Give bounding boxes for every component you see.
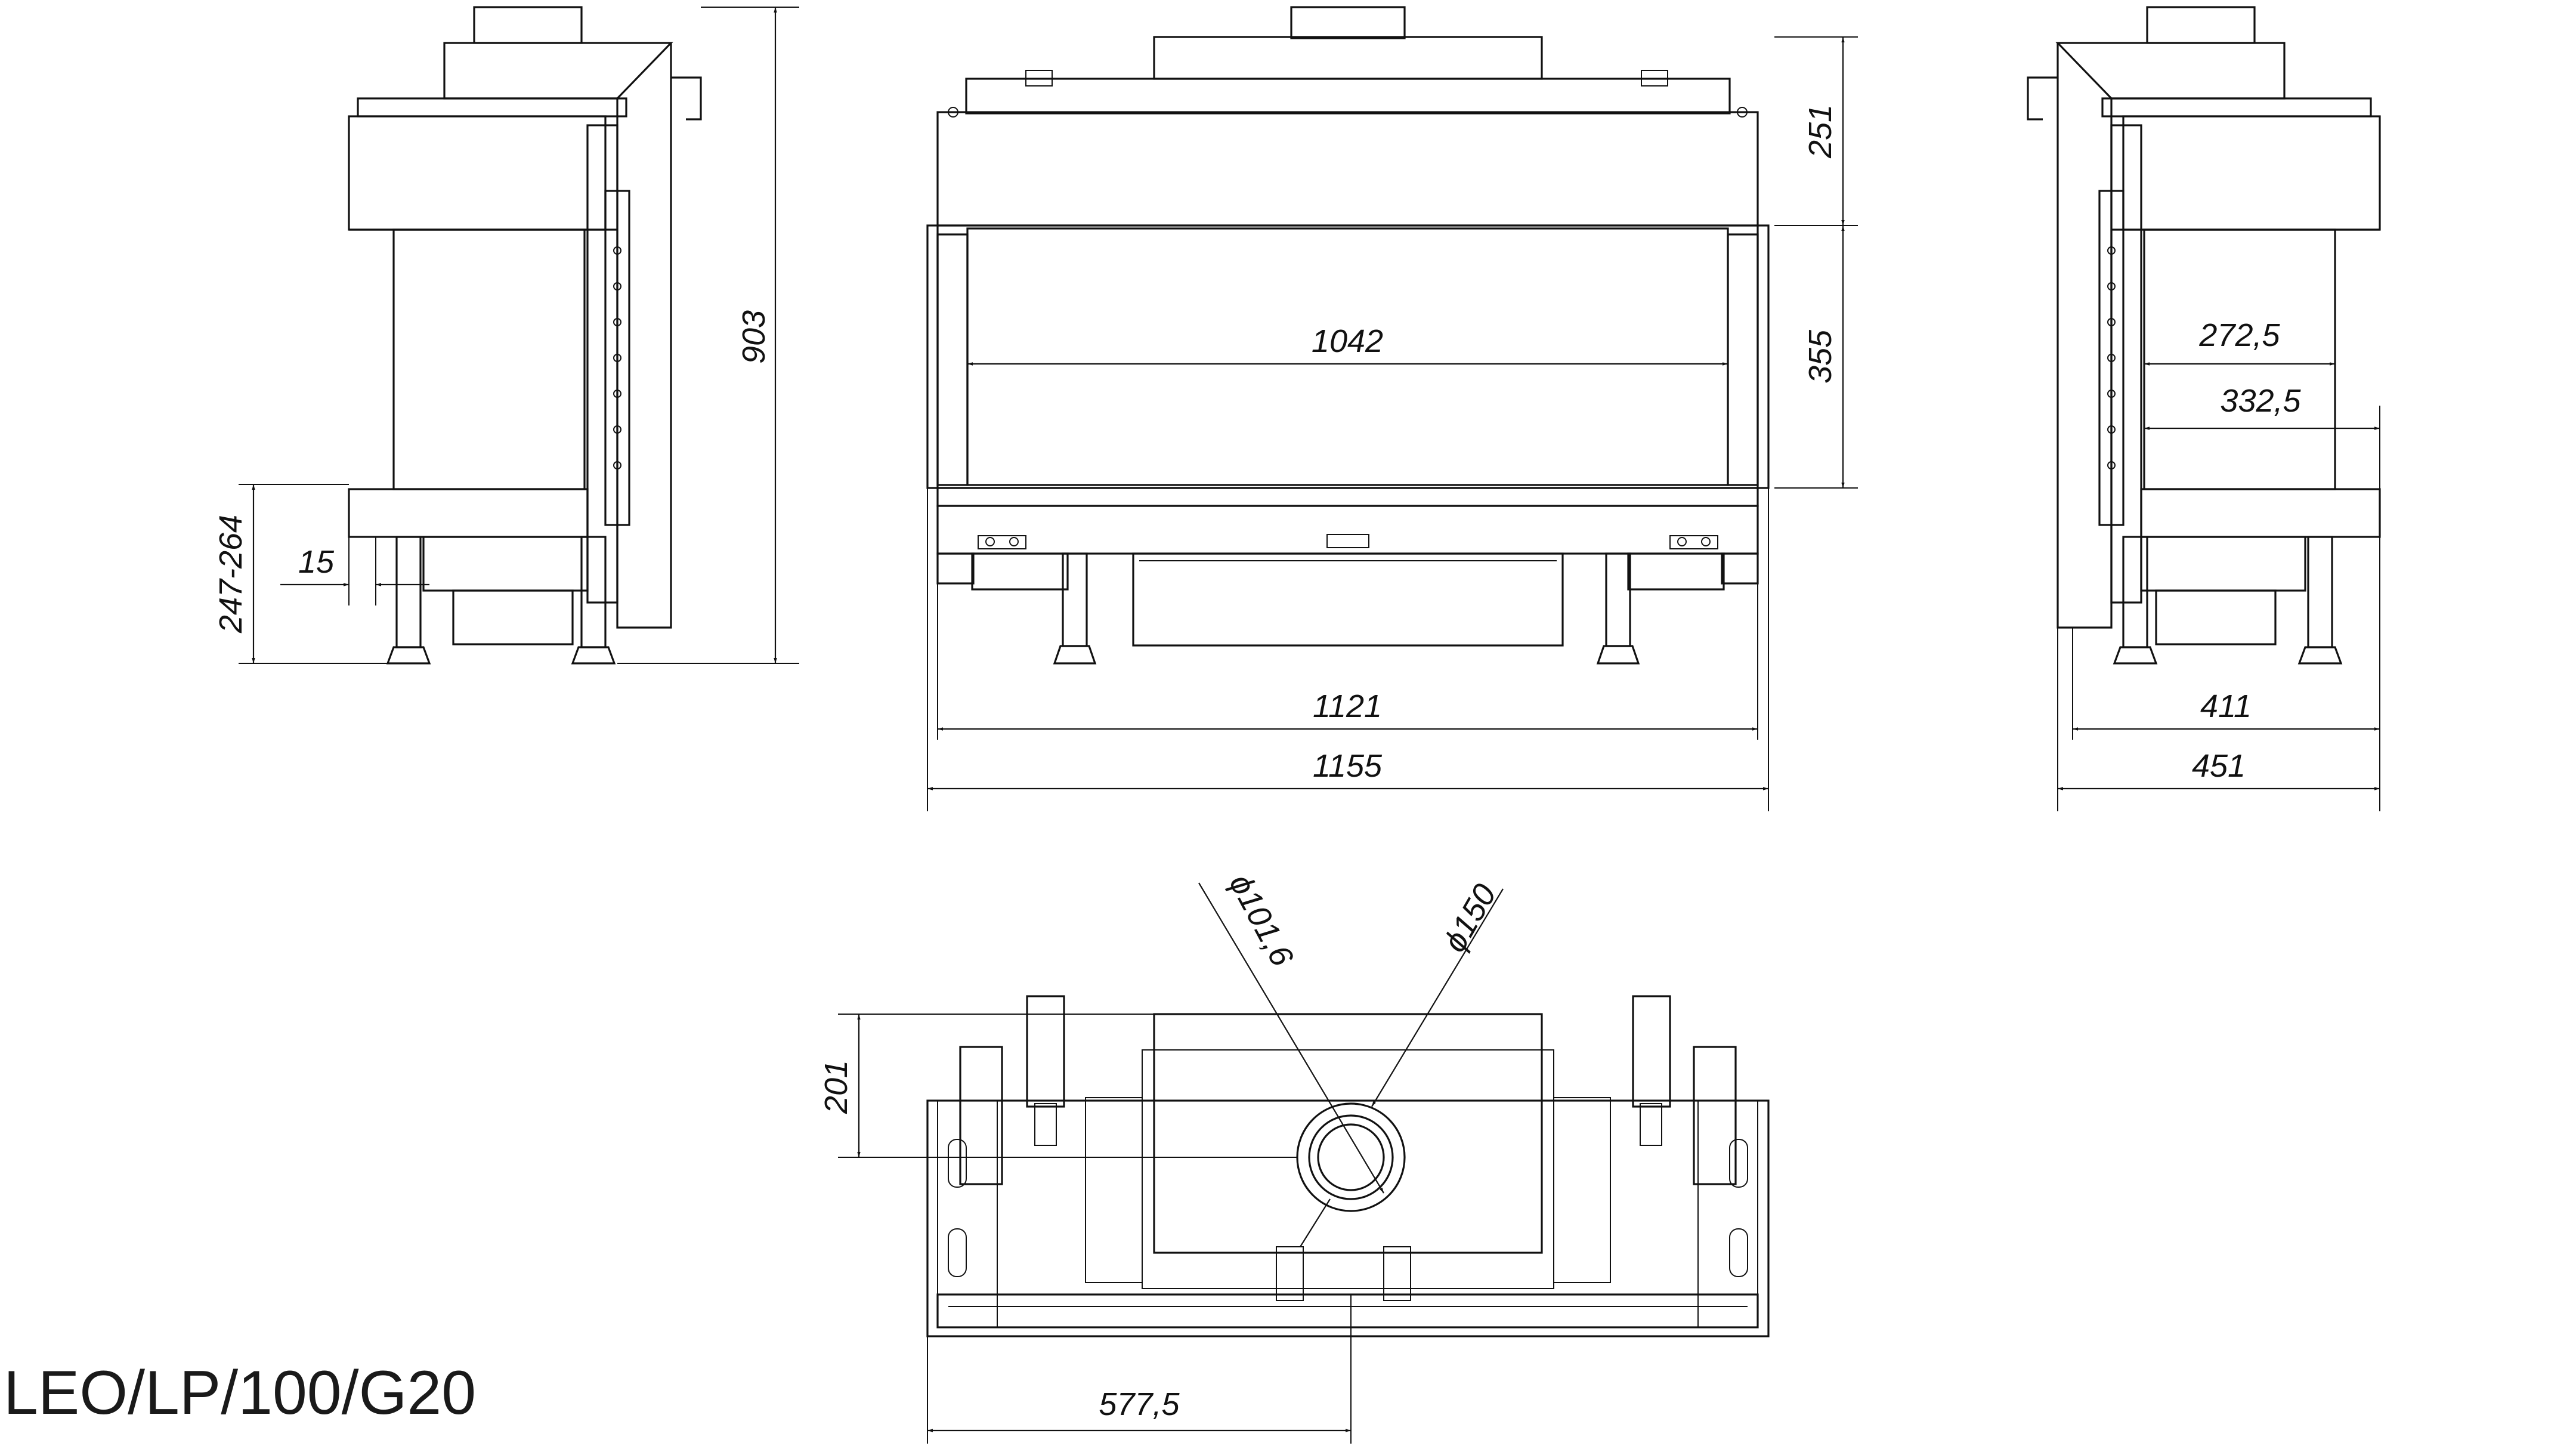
- dim-front-1121: 1121: [1313, 688, 1382, 724]
- dim-left-247-264: 247-264: [213, 515, 249, 634]
- dim-left-903: 903: [736, 310, 772, 364]
- dim-right-272-5: 272,5: [2198, 317, 2280, 353]
- front-dimensions: 251 355 1042 1121 1155: [927, 36, 1858, 811]
- dim-right-411: 411: [2200, 688, 2252, 724]
- dim-left-15: 15: [298, 544, 335, 580]
- top-view: [926, 995, 1770, 1337]
- dim-right-332-5: 332,5: [2220, 383, 2301, 419]
- left-view: [348, 6, 702, 665]
- dim-front-1155: 1155: [1313, 748, 1383, 784]
- dim-top-diameter-150: ϕ150: [1436, 878, 1503, 958]
- drawing-title: LEO/LP/100/G20: [4, 1358, 477, 1428]
- dim-top-577-5: 577,5: [1099, 1386, 1180, 1422]
- dim-front-355: 355: [1802, 329, 1838, 384]
- right-view: [2027, 6, 2381, 665]
- dim-top-201: 201: [818, 1060, 854, 1114]
- right-dimensions: 272,5 332,5 411 451: [2057, 317, 2380, 811]
- dim-right-451: 451: [2192, 748, 2246, 784]
- front-view: [926, 6, 1770, 665]
- left-dimensions: 903 247-264 15: [213, 7, 799, 664]
- dim-front-1042: 1042: [1312, 323, 1383, 359]
- dim-front-251: 251: [1802, 104, 1838, 159]
- dim-top-diameter-101-6: ϕ101,6: [1222, 868, 1300, 972]
